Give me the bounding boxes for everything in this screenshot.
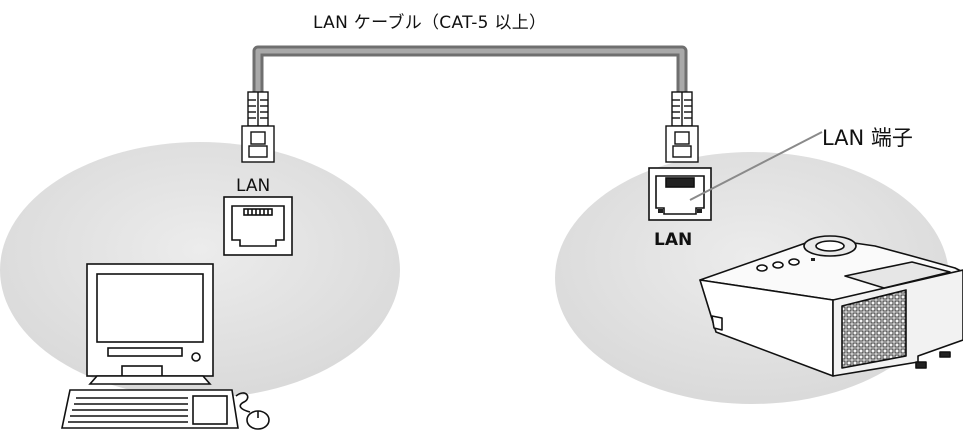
pc-lan-port bbox=[223, 196, 293, 256]
lan-port-leader-line bbox=[689, 131, 823, 201]
projector-illustration bbox=[699, 235, 963, 377]
pc-lan-port-label: LAN bbox=[236, 176, 271, 196]
projector-lan-port-label: LAN bbox=[654, 230, 693, 250]
computer-illustration bbox=[61, 263, 270, 430]
projector-rj45-plug bbox=[665, 91, 699, 163]
lan-cable bbox=[252, 45, 688, 92]
lan-terminal-label: LAN 端子 bbox=[822, 126, 913, 150]
pc-rj45-plug bbox=[241, 91, 275, 163]
lan-cable-label: LAN ケーブル（CAT-5 以上） bbox=[313, 13, 547, 33]
